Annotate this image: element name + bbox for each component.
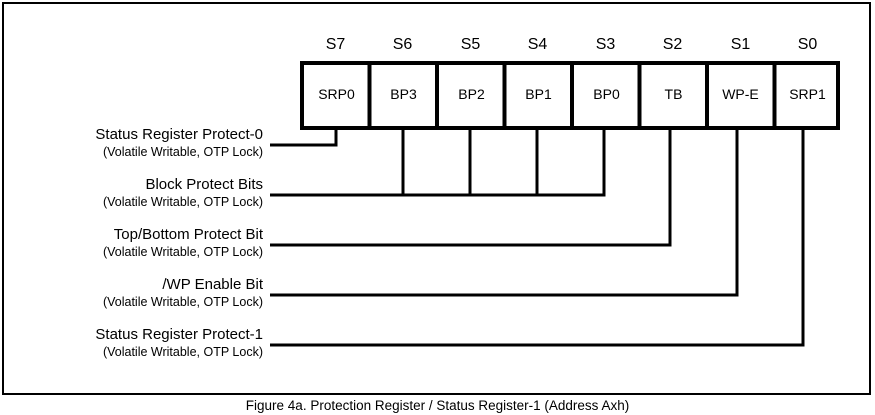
label-srp1: Status Register Protect-1 (Volatile Writ… (95, 326, 263, 360)
cell-dividers (367, 63, 777, 128)
bit-number-s7: S7 (325, 36, 346, 53)
bit-cell-bp3: BP3 (390, 86, 417, 102)
label-subtitle: (Volatile Writable, OTP Lock) (102, 295, 263, 309)
bit-cell-tb: TB (664, 86, 683, 102)
connector-srp0 (270, 130, 338, 147)
label-title: Status Register Protect-1 (95, 326, 263, 343)
label-srp0: Status Register Protect-0 (Volatile Writ… (95, 126, 263, 160)
connector-srp1 (270, 130, 805, 347)
label-top-bottom: Top/Bottom Protect Bit (Volatile Writabl… (103, 226, 263, 260)
bit-number-s5: S5 (460, 36, 481, 53)
label-title: Top/Bottom Protect Bit (113, 226, 263, 243)
bit-number-s4: S4 (527, 36, 548, 53)
bit-number-s1: S1 (730, 36, 751, 53)
connector-tb (270, 130, 672, 247)
bit-cell-bp1: BP1 (525, 86, 552, 102)
figure-caption: Figure 4a. Protection Register / Status … (245, 398, 630, 413)
label-subtitle: (Volatile Writable, OTP Lock) (102, 195, 263, 209)
label-subtitle: (Volatile Writable, OTP Lock) (102, 345, 263, 359)
label-block-protect: Block Protect Bits (Volatile Writable, O… (103, 176, 263, 210)
connector-wpe (270, 130, 739, 297)
label-subtitle: (Volatile Writable, OTP Lock) (102, 145, 263, 159)
bit-number-s2: S2 (662, 36, 683, 53)
label-title: /WP Enable Bit (162, 276, 263, 293)
label-title: Block Protect Bits (145, 176, 263, 193)
connector-block-protect (270, 130, 606, 197)
bit-cell-bp2: BP2 (458, 86, 485, 102)
bit-number-s0: S0 (797, 36, 818, 53)
bit-cell-srp0: SRP0 (318, 86, 355, 102)
label-wp-enable: /WP Enable Bit (Volatile Writable, OTP L… (103, 276, 263, 310)
label-subtitle: (Volatile Writable, OTP Lock) (102, 245, 263, 259)
bit-cell-bp0: BP0 (593, 86, 620, 102)
bit-cell-srp1: SRP1 (789, 86, 826, 102)
bit-number-s6: S6 (392, 36, 413, 53)
bit-number-s3: S3 (595, 36, 616, 53)
diagram-frame (2, 2, 871, 395)
bit-cell-wpe: WP-E (722, 86, 759, 102)
label-title: Status Register Protect-0 (95, 126, 263, 143)
